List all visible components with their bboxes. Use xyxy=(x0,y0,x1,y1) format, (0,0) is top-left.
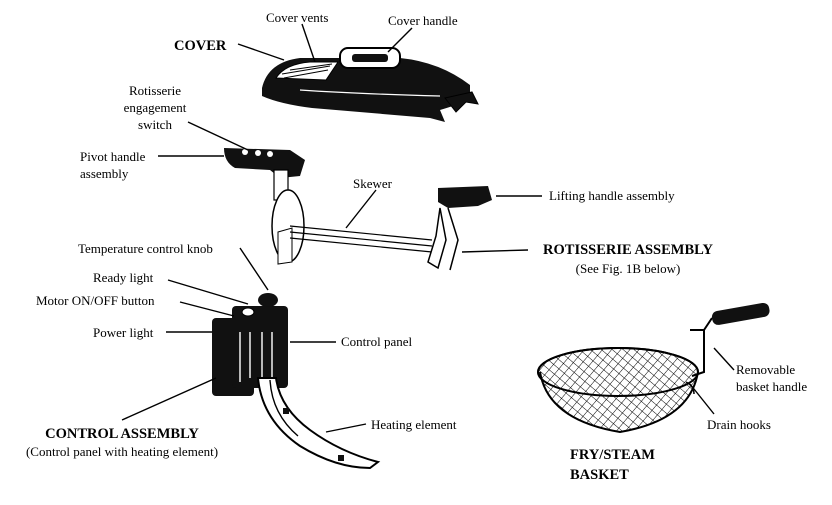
leader-lines xyxy=(121,23,735,433)
label-removable-handle-1: Removable xyxy=(736,362,796,377)
label-basket-2: BASKET xyxy=(570,467,629,483)
label-control-assembly-sub: (Control panel with heating element) xyxy=(25,444,219,459)
label-removable-handle-2: basket handle xyxy=(736,379,808,394)
rotisserie-part xyxy=(224,148,492,271)
label-rotisserie-assembly-sub: (See Fig. 1B below) xyxy=(575,261,681,276)
label-heating-element: Heating element xyxy=(371,417,457,432)
label-rotisserie-switch-1: Rotisserie xyxy=(129,83,181,98)
label-cover-vents: Cover vents xyxy=(266,10,329,25)
label-rotisserie-switch-2: engagement xyxy=(123,100,187,115)
label-drain-hooks: Drain hooks xyxy=(707,417,771,432)
control-assembly-part xyxy=(212,293,381,470)
label-control-panel: Control panel xyxy=(341,334,413,349)
label-power-light: Power light xyxy=(93,325,154,340)
label-temperature-knob: Temperature control knob xyxy=(78,241,213,256)
label-pivot-handle-1: Pivot handle xyxy=(80,149,146,164)
label-rotisserie-assembly: ROTISSERIE ASSEMBLY xyxy=(543,242,713,258)
label-skewer: Skewer xyxy=(353,176,392,191)
label-rotisserie-switch-3: switch xyxy=(138,117,172,132)
label-motor-button: Motor ON/OFF button xyxy=(36,293,155,308)
label-cover: COVER xyxy=(174,38,227,54)
basket-part xyxy=(537,302,770,434)
label-lifting-handle: Lifting handle assembly xyxy=(549,188,675,203)
label-pivot-handle-2: assembly xyxy=(80,166,129,181)
label-cover-handle: Cover handle xyxy=(388,13,458,28)
label-control-assembly: CONTROL ASSEMBLY xyxy=(45,426,199,442)
cover-part xyxy=(262,47,479,122)
label-ready-light: Ready light xyxy=(93,270,154,285)
label-basket-1: FRY/STEAM xyxy=(570,447,655,463)
